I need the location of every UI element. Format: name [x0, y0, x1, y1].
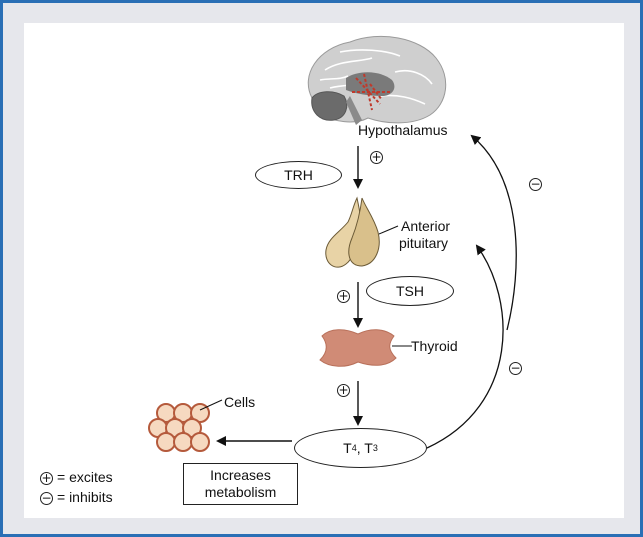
legend-excites: = excites	[57, 469, 113, 485]
excite-sign-trh: +	[370, 150, 383, 164]
legend-plus-sign: +	[40, 471, 53, 485]
anterior-pituitary-leader	[378, 225, 399, 235]
feedback-arrow-to-pituitary	[426, 244, 504, 449]
increases-metabolism-box: Increases metabolism	[183, 463, 298, 505]
legend-minus-sign: −	[40, 491, 53, 505]
anterior-pituitary-label-line2: pituitary	[399, 235, 449, 251]
effect-line2: metabolism	[204, 484, 277, 500]
hypothalamus-label: Hypothalamus	[358, 122, 448, 138]
anterior-pituitary-label-line1: Anterior	[401, 218, 451, 234]
cells-illustration	[148, 403, 210, 452]
legend-inhibits: = inhibits	[57, 489, 113, 505]
feedback-arrow-to-hypothalamus	[470, 134, 517, 331]
brain-illustration	[307, 35, 447, 125]
t4-subscript: 4	[351, 443, 357, 453]
effect-line1: Increases	[210, 467, 271, 483]
t3-separator: , T	[356, 440, 373, 456]
excite-sign-thyroid: +	[337, 383, 350, 397]
pituitary-illustration	[325, 196, 380, 268]
inhibit-sign-hypothalamus: −	[529, 177, 542, 191]
thyroid-illustration	[319, 329, 397, 367]
trh-hormone: TRH	[255, 161, 342, 189]
inhibit-sign-pituitary: −	[509, 361, 522, 375]
t4-label: T	[343, 440, 352, 456]
excite-sign-tsh: +	[337, 289, 350, 303]
tsh-hormone: TSH	[366, 276, 454, 306]
t3-subscript: 3	[372, 443, 378, 453]
thyroid-label: Thyroid	[411, 338, 458, 354]
cells-leader	[199, 399, 223, 411]
cells-label: Cells	[224, 394, 256, 410]
